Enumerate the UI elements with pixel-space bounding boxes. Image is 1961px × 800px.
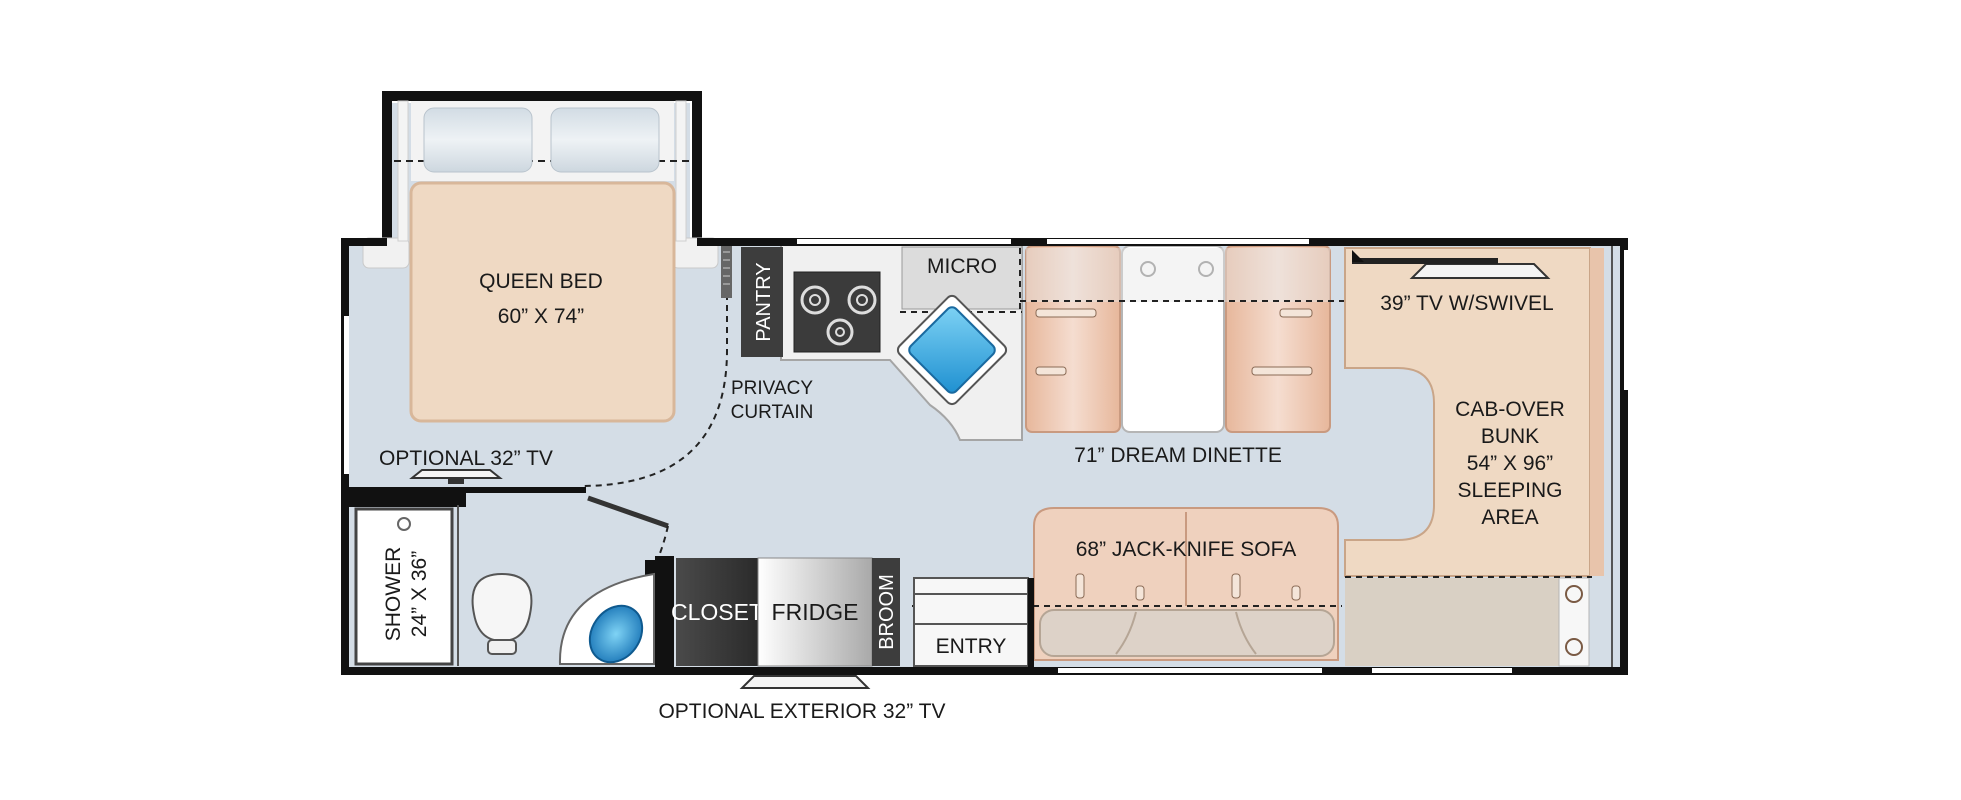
burner-icon [847,285,877,315]
sofa-label: 68” JACK-KNIFE SOFA [1076,538,1297,561]
micro-label: MICRO [927,255,997,278]
bathroom-sink[interactable] [558,572,655,672]
queen-bed-size-label: 60” X 74” [498,305,584,328]
bed-pillows [423,107,660,173]
cab-over-bunk[interactable] [1344,247,1604,667]
closet-label: CLOSET [671,599,763,625]
exterior-tv-label: OPTIONAL EXTERIOR 32” TV [658,700,945,723]
privacy-curtain-label-line2: CURTAIN [731,402,814,423]
dinette-label: 71” DREAM DINETTE [1074,444,1282,467]
burner-icon [826,318,854,346]
cabover-label-line4: SLEEPING [1457,479,1562,502]
burner-icon [800,285,830,315]
exterior-walls [341,238,1628,675]
optional-tv-label: OPTIONAL 32” TV [379,447,553,470]
shower[interactable] [354,507,454,666]
pantry-label: PANTRY [753,262,775,341]
shower-drain-icon [397,517,411,531]
privacy-curtain-label-line1: PRIVACY [731,378,813,399]
entry-label: ENTRY [936,635,1007,658]
fridge-label: FRIDGE [772,599,859,625]
bathroom-wall [348,487,586,666]
shower-label-line2: 24” X 36” [408,551,431,637]
broom-label: BROOM [876,574,898,650]
microwave[interactable] [900,246,1023,313]
cabover-label-line1: CAB-OVER [1455,398,1565,421]
pantry[interactable] [741,247,783,357]
toilet-icon[interactable] [471,572,533,655]
tv-swivel-label: 39” TV W/SWIVEL [1380,292,1554,315]
bedroom-slideout [362,91,719,269]
cabover-label-line2: BUNK [1481,425,1539,448]
queen-bed-label: QUEEN BED [479,270,603,293]
optional-tv-icon[interactable] [409,469,503,484]
jack-knife-sofa[interactable] [912,507,1342,661]
swivel-tv-icon[interactable] [1352,250,1551,279]
entry-steps[interactable] [913,577,1034,668]
bathroom-door[interactable] [587,495,674,668]
windows [344,239,1628,673]
privacy-curtain[interactable] [579,246,732,487]
dream-dinette[interactable] [1020,245,1345,433]
closet[interactable] [676,558,758,666]
cooktop[interactable] [793,271,881,353]
fridge[interactable] [757,557,873,667]
cabover-label-line5: AREA [1481,506,1538,529]
kitchen-sink[interactable] [895,293,1008,406]
shower-label-line1: SHOWER [382,547,405,642]
cabover-label-line3: 54” X 96” [1467,452,1553,475]
broom-closet[interactable] [872,558,900,666]
